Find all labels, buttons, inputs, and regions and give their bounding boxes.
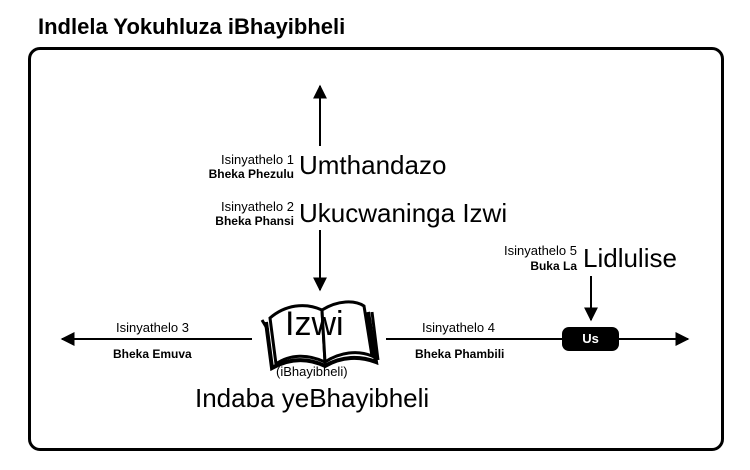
step1-direction: Bheka Phezulu: [208, 167, 294, 181]
story-label: Indaba yeBhayibheli: [195, 383, 430, 413]
step2-label: Isinyathelo 2: [221, 199, 294, 214]
step1-label: Isinyathelo 1: [221, 152, 294, 167]
step5-label: Isinyathelo 5: [504, 243, 577, 258]
step4-direction: Bheka Phambili: [415, 347, 505, 361]
open-book-icon: [260, 300, 380, 372]
step2-name: Ukucwaninga Izwi: [299, 198, 508, 228]
us-badge-label: Us: [582, 331, 599, 346]
book-subtitle: (iBhayibheli): [276, 364, 348, 379]
us-badge-shape: [562, 327, 619, 351]
book-word: Izwi: [285, 305, 344, 343]
step5-name: Lidlulise: [583, 243, 677, 273]
step1-name: Umthandazo: [299, 150, 447, 180]
diagram-frame: [28, 47, 724, 451]
diagram-title: Indlela Yokuhluza iBhayibheli: [38, 14, 346, 39]
step5-direction: Buka La: [530, 259, 577, 273]
step3-direction: Bheka Emuva: [113, 347, 192, 361]
step4-label: Isinyathelo 4: [422, 320, 495, 335]
step3-label: Isinyathelo 3: [116, 320, 189, 335]
step2-direction: Bheka Phansi: [215, 214, 294, 228]
